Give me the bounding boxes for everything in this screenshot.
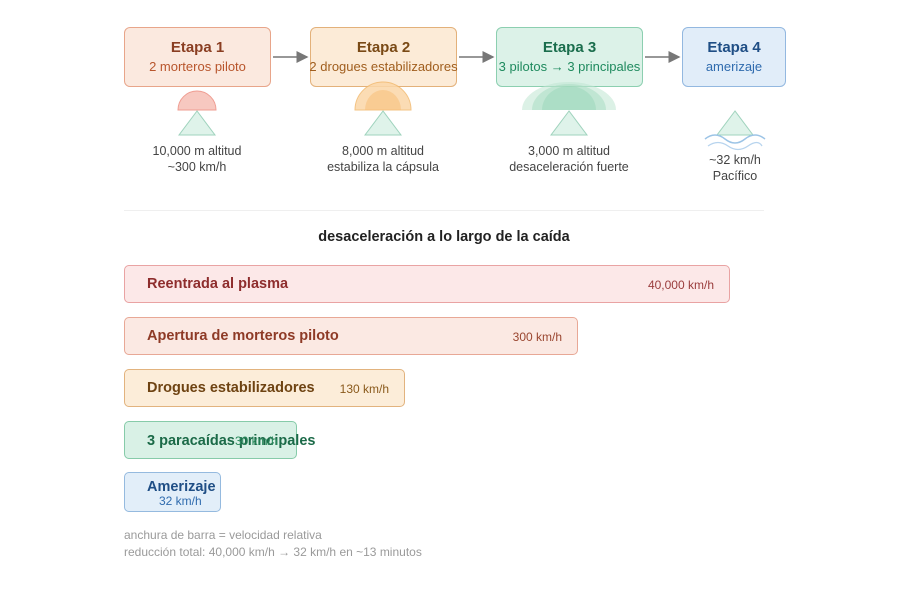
stage-4-caption-line-2: Pacífico xyxy=(712,169,758,183)
stage-2-box: Etapa 2 2 drogues estabilizadores xyxy=(309,27,458,87)
stage-2-caption: 8,000 m altitud estabiliza la cápsula xyxy=(313,143,453,175)
drogue-chute-inner-icon xyxy=(365,90,401,110)
stage-1-title: Etapa 1 xyxy=(170,39,225,56)
stage-4-box: Etapa 4 amerizaje xyxy=(682,27,786,87)
stage-3-title: Etapa 3 xyxy=(542,39,597,56)
capsule-2-icon xyxy=(364,110,402,136)
capsule-1-icon xyxy=(178,110,216,136)
bar-main-chutes: 3 paracaídas principales 30 km/h xyxy=(124,421,315,459)
main-chute-inner-icon xyxy=(542,86,596,110)
total-reduction-note: reducción total: 40,000 km/h → 32 km/h e… xyxy=(124,545,422,559)
stage-1-caption-line-1: 10,000 m altitud xyxy=(152,144,242,158)
stage-1-box: Etapa 1 2 morteros piloto xyxy=(124,27,271,87)
stage-4-caption: ~32 km/h Pacífico xyxy=(690,152,780,184)
pilot-chute-icon xyxy=(177,90,217,111)
stage-3-box: Etapa 3 3 pilotos → 3 principales xyxy=(496,27,643,87)
stage-2-title: Etapa 2 xyxy=(356,39,411,56)
bar-drogues-value: 130 km/h xyxy=(339,382,389,396)
bar-splashdown-value: 32 km/h xyxy=(159,494,202,508)
stage-3-subtitle: 3 pilotos → 3 principales xyxy=(498,59,641,74)
bar-pilot-mortars-label: Apertura de morteros piloto xyxy=(147,328,339,344)
bar-splashdown: Amerizaje 32 km/h xyxy=(124,472,221,512)
wave-icon-2 xyxy=(707,141,763,151)
stage-2-subtitle: 2 drogues estabilizadores xyxy=(309,59,458,74)
legend-note: anchura de barra = velocidad relativa xyxy=(124,528,322,542)
bar-splashdown-label: Amerizaje xyxy=(147,479,216,495)
bar-drogues-label: Drogues estabilizadores xyxy=(147,380,315,396)
bar-pilot-mortars-value: 300 km/h xyxy=(512,330,562,344)
section-divider xyxy=(124,210,764,211)
stage-4-subtitle: amerizaje xyxy=(705,59,763,74)
main-chute-mid-icon xyxy=(532,84,606,110)
stage-1-subtitle: 2 morteros piloto xyxy=(149,59,246,74)
stage-2-caption-line-1: 8,000 m altitud xyxy=(342,144,424,158)
section-title: desaceleración a lo largo de la caída xyxy=(318,229,570,245)
stage-1-caption-line-2: ~300 km/h xyxy=(167,160,227,174)
stage-3-caption: 3,000 m altitud desaceleración fuerte xyxy=(494,143,644,175)
wave-icon xyxy=(704,134,766,144)
stage-3-caption-line-1: 3,000 m altitud xyxy=(528,144,610,158)
bar-pilot-mortars: Apertura de morteros piloto 300 km/h xyxy=(124,317,578,355)
capsule-3-icon xyxy=(550,110,588,136)
stage-2-caption-line-2: estabiliza la cápsula xyxy=(327,160,439,174)
stage-3-caption-line-2: desaceleración fuerte xyxy=(509,160,629,174)
bar-main-chutes-value: 30 km/h xyxy=(235,434,278,448)
bar-reentry: Reentrada al plasma 40,000 km/h xyxy=(124,265,730,303)
diagram-graphics xyxy=(177,51,766,151)
capsule-4-icon xyxy=(716,110,754,136)
bar-reentry-label: Reentrada al plasma xyxy=(147,276,289,292)
bar-reentry-value: 40,000 km/h xyxy=(647,278,714,292)
stage-4-caption-line-1: ~32 km/h xyxy=(709,153,761,167)
bar-drogues: Drogues estabilizadores 130 km/h xyxy=(124,369,405,407)
bar-main-chutes-label: 3 paracaídas principales xyxy=(147,433,316,449)
stage-1-caption: 10,000 m altitud ~300 km/h xyxy=(137,143,257,175)
stage-4-title: Etapa 4 xyxy=(707,39,761,56)
